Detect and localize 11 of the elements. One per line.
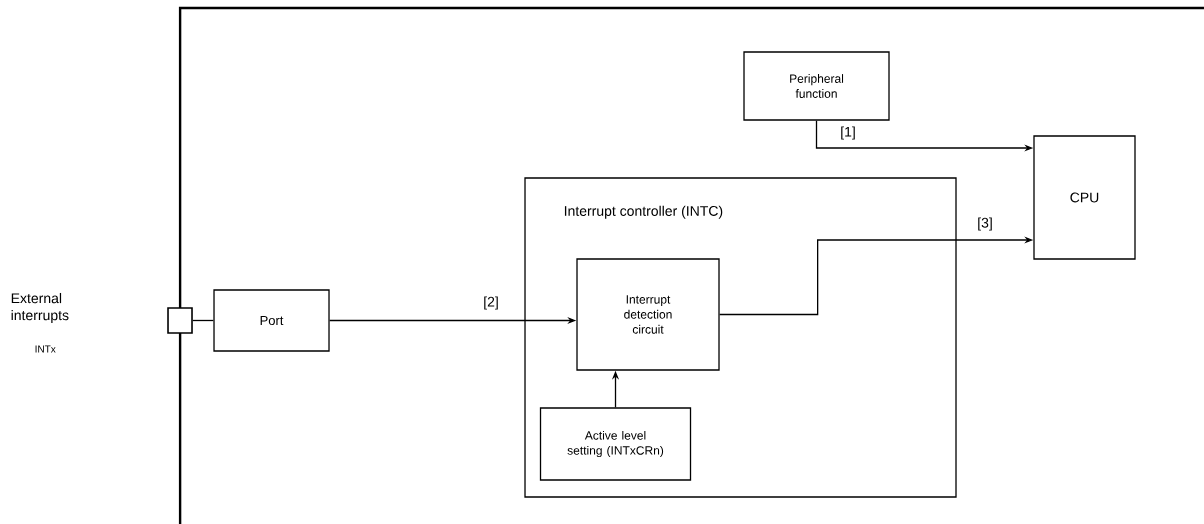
pin-square xyxy=(167,307,193,334)
setting-box: Active level setting (INTxCRn) xyxy=(539,407,692,481)
signal-name: INTx xyxy=(35,345,56,353)
circuit-box: Interrupt detection circuit xyxy=(576,258,720,371)
port-box: Port xyxy=(213,289,330,352)
cpu-box: CPU xyxy=(1033,135,1136,260)
edge-label: [1] xyxy=(841,126,855,140)
edge-label: [2] xyxy=(484,296,498,310)
pin-label: External interrupts xyxy=(11,292,69,323)
edge-label: [3] xyxy=(978,217,992,231)
function-box: Peripheral function xyxy=(743,51,890,121)
